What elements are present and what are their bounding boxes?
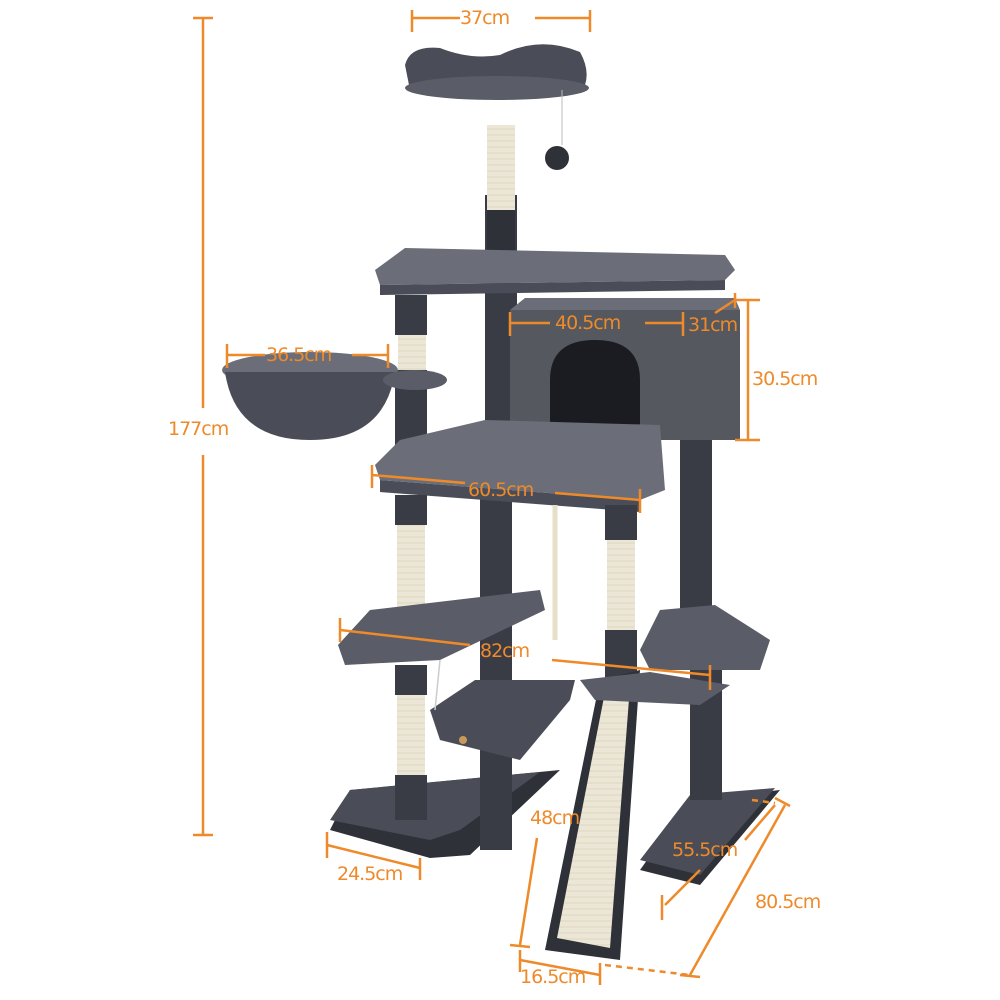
hammock bbox=[430, 659, 575, 760]
upper-platform bbox=[375, 248, 735, 295]
left-base bbox=[330, 770, 560, 858]
hanging-ball-toy bbox=[545, 146, 569, 170]
lower-right-platform bbox=[640, 605, 770, 670]
label-base-right-depth: 55.5cm bbox=[672, 839, 738, 861]
label-condo-width: 40.5cm bbox=[555, 312, 621, 334]
label-basket-diameter: 36.5cm bbox=[266, 344, 332, 366]
label-total-height: 177cm bbox=[168, 418, 229, 440]
dimension-lines bbox=[193, 10, 791, 985]
right-sisal-post bbox=[607, 540, 635, 630]
hanging-basket bbox=[222, 352, 447, 440]
label-base-total-depth: 80.5cm bbox=[755, 891, 821, 913]
cat-condo bbox=[510, 298, 740, 440]
lower-left-platform bbox=[338, 590, 545, 665]
scratching-ramp bbox=[545, 670, 640, 960]
right-base bbox=[640, 788, 780, 885]
label-ramp-width: 16.5cm bbox=[520, 966, 586, 988]
label-ramp-length: 48cm bbox=[530, 807, 580, 829]
label-lower-span-width: 82cm bbox=[480, 640, 530, 662]
label-top-perch-width: 37cm bbox=[460, 7, 510, 29]
condo-entrance bbox=[550, 340, 640, 440]
top-perch bbox=[405, 44, 589, 100]
label-condo-depth: 31cm bbox=[688, 314, 738, 336]
label-middle-platform-width: 60.5cm bbox=[468, 479, 534, 501]
left-sisal-post bbox=[397, 525, 425, 610]
label-condo-height: 30.5cm bbox=[752, 368, 818, 390]
center-post bbox=[480, 490, 512, 850]
label-base-left-width: 24.5cm bbox=[337, 863, 403, 885]
middle-platform bbox=[375, 420, 665, 512]
top-sisal-post bbox=[487, 125, 515, 210]
